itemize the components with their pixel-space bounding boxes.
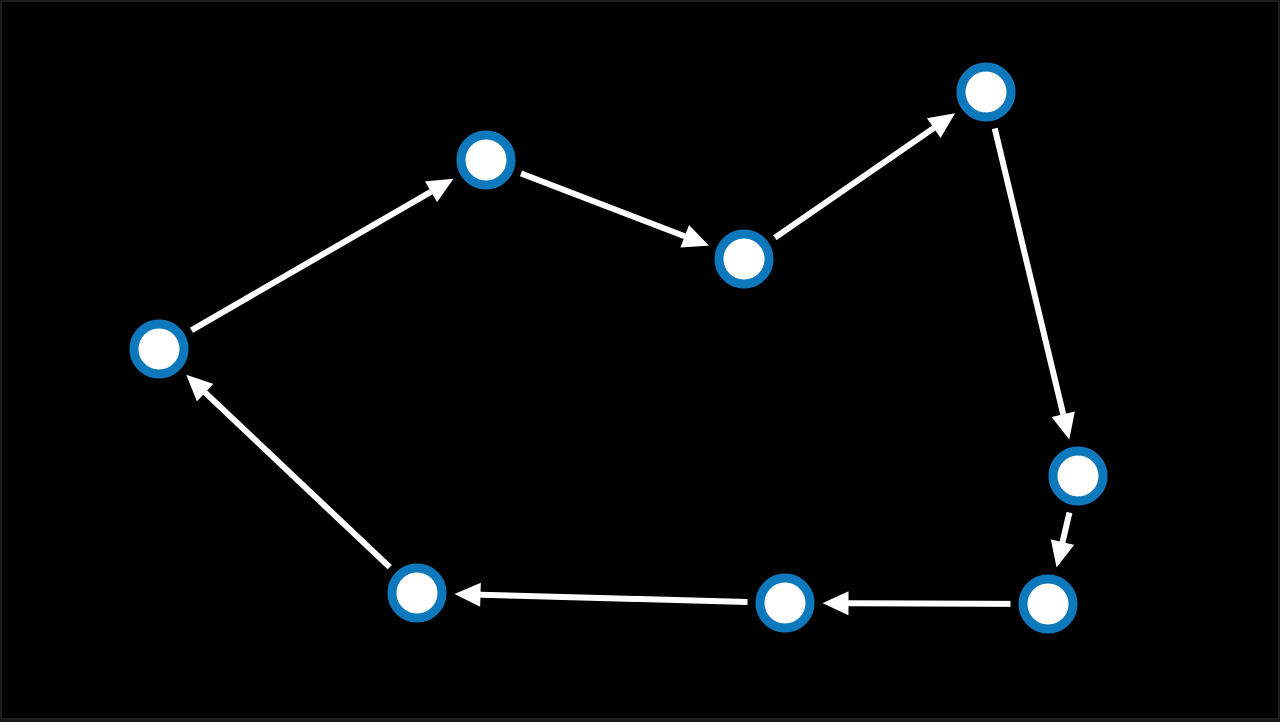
node-ring (387, 563, 447, 623)
graph-edge[interactable] (1050, 511, 1075, 568)
node-ring (1048, 446, 1108, 506)
edge-arrowhead-icon (926, 113, 956, 138)
graph-node[interactable] (714, 229, 774, 289)
edge-line (203, 390, 392, 570)
edge-layer (186, 113, 1075, 616)
node-layer (129, 62, 1108, 634)
edge-line (848, 600, 1011, 607)
graph-node[interactable] (387, 563, 447, 623)
edge-arrowhead-icon (680, 225, 709, 248)
edge-line (1059, 511, 1073, 543)
edge-arrowhead-icon (454, 582, 481, 607)
edge-arrowhead-icon (1051, 411, 1075, 440)
edge-arrowhead-icon (1050, 539, 1075, 568)
graph-node[interactable] (1018, 574, 1078, 634)
graph-edge[interactable] (186, 374, 392, 570)
graph-edge[interactable] (519, 170, 709, 248)
edge-line (480, 591, 748, 605)
node-ring (956, 62, 1016, 122)
graph-edge[interactable] (189, 178, 454, 333)
node-ring (714, 229, 774, 289)
edge-line (519, 170, 686, 240)
graph-node[interactable] (129, 319, 189, 379)
edge-line (773, 125, 936, 241)
graph-node[interactable] (456, 130, 516, 190)
edge-line (991, 127, 1067, 415)
node-ring (456, 130, 516, 190)
edge-arrowhead-icon (425, 178, 454, 203)
graph-node[interactable] (956, 62, 1016, 122)
edge-arrowhead-icon (822, 591, 849, 616)
graph-node[interactable] (1048, 446, 1108, 506)
graph-edge[interactable] (773, 113, 956, 241)
graph-edge[interactable] (991, 127, 1075, 440)
edge-line (189, 189, 433, 333)
node-ring (129, 319, 189, 379)
edge-arrowhead-icon (186, 374, 214, 402)
graph-edge[interactable] (822, 591, 1011, 616)
graph-node[interactable] (755, 573, 815, 633)
node-ring (755, 573, 815, 633)
node-ring (1018, 574, 1078, 634)
graph-edge[interactable] (454, 582, 748, 607)
